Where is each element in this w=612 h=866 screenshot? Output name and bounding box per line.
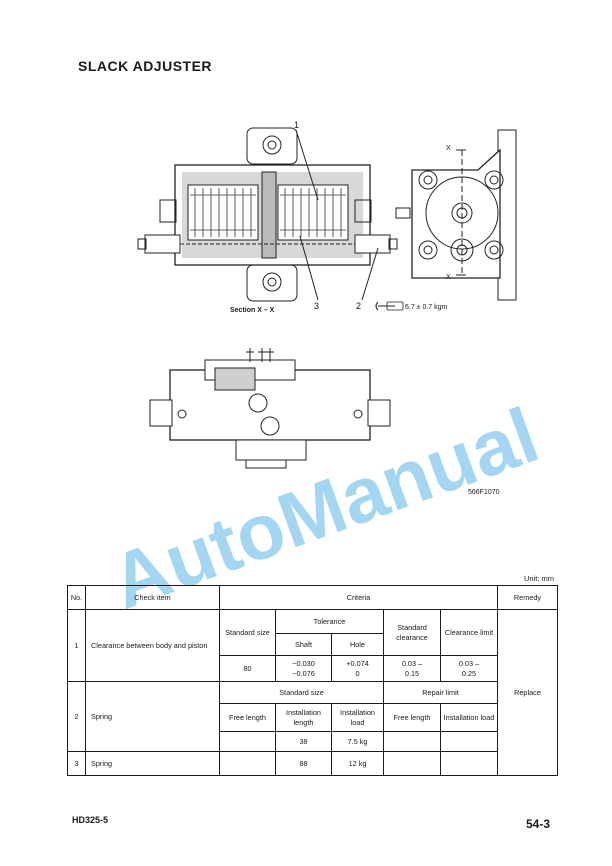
page-title: SLACK ADJUSTER [78,58,213,74]
std-clearance-upper: 0.03 – [401,659,423,669]
row1-clearance-limit-label: Clearance limit [440,609,498,656]
row2-free-length-label: Free length [219,703,276,732]
figure-code: 566F1070 [468,489,500,496]
remedy-cell: Replace [497,609,558,776]
row1-hole-label: Hole [331,633,384,656]
row3-installation-length: 88 [275,751,332,776]
callout-2: 2 [356,301,361,311]
row3-installation-load: 12 kg [331,751,384,776]
row2-repair-installation-load-label: Installation load [440,703,498,732]
row1-standard-clearance-label: Standard clearance [383,609,441,656]
row1-shaft-label: Shaft [275,633,332,656]
row2-repair-free-length-label: Free length [383,703,441,732]
exterior-view [149,348,391,469]
row1-standard-size: 80 [219,655,276,682]
footer-model: HD325-5 [72,815,109,825]
clearance-limit-lower: 0.25 [461,668,477,678]
clearance-limit-upper: 0.03 – [458,659,480,669]
row2-no: 2 [67,681,86,752]
row2-repair-free-length [383,731,441,752]
row2-repair-installation-load [440,731,498,752]
row1-tolerance-label: Tolerance [275,609,384,634]
row2-item: Spring [85,681,220,752]
row1-standard-size-label: Standard size [219,609,276,656]
header-criteria: Criteria [219,585,498,610]
row2-free-length [219,731,276,752]
row2-repair-limit-label: Repair limit [383,681,498,704]
row2-installation-load-label: Installation load [331,703,384,732]
shaft-tol-lower: −0.076 [292,668,315,678]
x-mark-top: X [446,145,451,152]
row1-shaft-tolerance: −0.030 −0.076 [275,655,332,682]
torque-value: 6.7 ± 0.7 kgm [405,304,448,311]
row1-hole-tolerance: +0.074 0 [331,655,384,682]
row1-no: 1 [67,609,86,682]
section-label: Section X – X [230,307,275,314]
spec-table: No. Check item Criteria Remedy 1 Clearan… [67,585,558,776]
footer-page-number: 54-3 [526,817,551,831]
header-no: No. [67,585,86,610]
row2-installation-length: 38 [275,731,332,752]
callout-3: 3 [314,301,319,311]
unit-label: Unit: mm [524,574,554,583]
side-view [395,129,517,301]
hole-tol-lower: 0 [355,668,360,678]
shaft-tol-upper: −0.030 [292,659,315,669]
std-clearance-lower: 0.15 [404,668,420,678]
header-remedy: Remedy [497,585,558,610]
row2-installation-length-label: Installation length [275,703,332,732]
row1-standard-clearance: 0.03 – 0.15 [383,655,441,682]
row3-repair-free-length [383,751,441,776]
section-view [137,127,398,302]
hole-tol-upper: +0.074 [346,659,369,669]
callout-1: 1 [294,120,299,130]
x-mark-bottom: X [446,274,451,281]
row1-clearance-limit: 0.03 – 0.25 [440,655,498,682]
row3-no: 3 [67,751,86,776]
row3-repair-installation-load [440,751,498,776]
header-check-item: Check item [85,585,220,610]
slack-adjuster-drawing: 1 2 3 Section X – X X X 6.7 ± 0.7 kgm 56… [137,120,517,496]
row3-item: Spring [85,751,220,776]
row3-free-length [219,751,276,776]
row2-installation-load: 7.5 kg [331,731,384,752]
row1-item: Clearance between body and piston [85,609,220,682]
row2-standard-size-label: Standard size [219,681,384,704]
